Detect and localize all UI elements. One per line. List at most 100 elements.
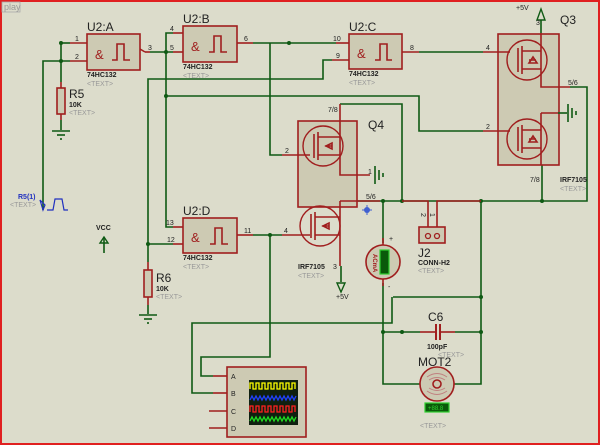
value-label: 100pF	[427, 344, 448, 351]
mosfet-icon	[506, 39, 548, 81]
ground-icon	[558, 104, 577, 122]
value-label: 10K	[156, 286, 169, 293]
value-label: 74HC132	[183, 64, 213, 71]
ammeter[interactable]: ACmA + -	[365, 236, 401, 291]
mosfet-icon	[506, 118, 548, 160]
ref-label: U2:B	[183, 12, 210, 26]
ref-label: Q4	[368, 118, 384, 132]
ground-icon	[52, 130, 70, 140]
value-label: IRF7105	[298, 264, 325, 271]
capacitor-c6[interactable]: C6 100pF <TEXT>	[420, 310, 464, 359]
ammeter-display	[379, 249, 390, 275]
pin-label: 8	[410, 45, 414, 52]
text-placeholder: <TEXT>	[438, 352, 464, 359]
motor-shaft-icon	[432, 379, 442, 389]
scope-trace	[249, 382, 296, 390]
motor-display-value: +88.8	[428, 406, 444, 412]
and-symbol: &	[357, 46, 366, 61]
pin-label: 3	[536, 20, 540, 27]
pin-label: 10	[333, 36, 341, 43]
ref-label: MOT2	[418, 355, 452, 369]
pin-label: 11	[244, 228, 251, 235]
pin-label: 1	[368, 169, 372, 176]
vcc-terminal[interactable]: VCC	[96, 225, 111, 253]
scope-trace	[249, 415, 297, 423]
pin-socket-icon	[433, 232, 441, 240]
pin-label: 4	[284, 228, 288, 235]
crosshair-icon	[362, 205, 372, 215]
pin-label: 2	[285, 148, 289, 155]
vcc-label: VCC	[96, 225, 111, 232]
gate-u2c[interactable]: & U2:C 10 9 8 74HC132 <TEXT>	[332, 20, 419, 87]
pin-label: 4	[170, 26, 174, 33]
scope-traces	[249, 382, 297, 423]
text-placeholder: <TEXT>	[298, 273, 324, 280]
supply-label: +5V	[516, 5, 529, 12]
power-arrow-icon	[335, 282, 347, 294]
plus-label: +	[389, 236, 393, 243]
gate-u2b[interactable]: & U2:B 4 5 6 74HC132 <TEXT>	[170, 12, 253, 80]
value-label: 74HC132	[183, 255, 213, 262]
ammeter-label: ACmA	[371, 254, 377, 273]
channel-d-label: D	[231, 426, 236, 433]
pin-label: 6	[244, 36, 248, 43]
value-label: IRF7105	[560, 177, 587, 184]
pulse-wave-icon	[47, 198, 68, 211]
pin-label: 2	[486, 124, 490, 131]
text-placeholder: <TEXT>	[420, 423, 446, 430]
value-label: 74HC132	[87, 72, 117, 79]
ref-label: U2:C	[349, 20, 377, 34]
resistor-r6[interactable]: R6 10K <TEXT>	[139, 262, 182, 324]
power-arrow-icon	[536, 6, 546, 21]
mosfet-q4[interactable]: Q4 7/8 2 1 5/6 4 3 IRF7105 <TEXT> +5V	[282, 104, 384, 301]
gate-u2d[interactable]: & U2:D 13 12 11 74HC132 <TEXT>	[166, 204, 253, 271]
pin-label: 7/8	[328, 107, 338, 114]
pin-label: 1	[75, 36, 79, 43]
scope-trace	[249, 405, 296, 413]
pin-label: 2	[419, 213, 426, 217]
text-placeholder: <TEXT>	[418, 268, 444, 275]
schmitt-icon	[375, 43, 392, 61]
resistor-r5[interactable]: R5 10K <TEXT>	[52, 82, 95, 140]
motor-mot2[interactable]: +88.8 MOT2 <TEXT>	[418, 355, 455, 430]
minus-label: -	[388, 284, 391, 291]
mode-indicator	[1, 1, 21, 13]
pin-label: 7/8	[530, 177, 540, 184]
schmitt-icon	[210, 227, 228, 245]
mosfet-q3[interactable]: +5V Q3 3 4 2 5/6 7/8 IRF7105 <TEXT>	[483, 5, 587, 193]
text-placeholder: <TEXT>	[10, 202, 36, 209]
text-placeholder: <TEXT>	[560, 186, 586, 193]
mode-label: play	[4, 2, 21, 12]
ref-label: R6	[156, 271, 172, 285]
text-placeholder: <TEXT>	[69, 110, 95, 117]
junction-nodes	[59, 41, 544, 334]
pin-label: 1	[428, 213, 435, 217]
and-symbol: &	[191, 230, 200, 245]
channel-b-label: B	[231, 391, 236, 398]
and-symbol: &	[95, 47, 104, 62]
value-label: CONN-H2	[418, 260, 450, 267]
pin-label: 12	[167, 237, 175, 244]
text-placeholder: <TEXT>	[87, 81, 113, 88]
value-label: 74HC132	[349, 71, 379, 78]
pin-label: 5	[170, 45, 174, 52]
power-arrow-icon	[98, 235, 110, 244]
channel-c-label: C	[231, 409, 236, 416]
pin-label: 3	[333, 264, 337, 271]
pin-label: 4	[486, 45, 490, 52]
gate-u2a[interactable]: & U2:A 1 2 3 74HC132 <TEXT>	[70, 20, 152, 88]
pulse-generator[interactable]: R5(1) <TEXT>	[10, 194, 68, 212]
channel-a-label: A	[231, 374, 236, 381]
text-placeholder: <TEXT>	[183, 73, 209, 80]
ref-label: R5(1)	[18, 194, 36, 201]
mosfet-icon	[302, 125, 344, 167]
ref-label: J2	[418, 246, 431, 260]
oscilloscope[interactable]: A B C D	[209, 366, 307, 438]
connector-j2[interactable]: 2 1 J2 CONN-H2 <TEXT>	[402, 200, 481, 275]
scope-trace	[249, 394, 297, 402]
wires	[42, 20, 588, 394]
schmitt-icon	[209, 35, 227, 53]
ground-icon	[139, 314, 157, 324]
